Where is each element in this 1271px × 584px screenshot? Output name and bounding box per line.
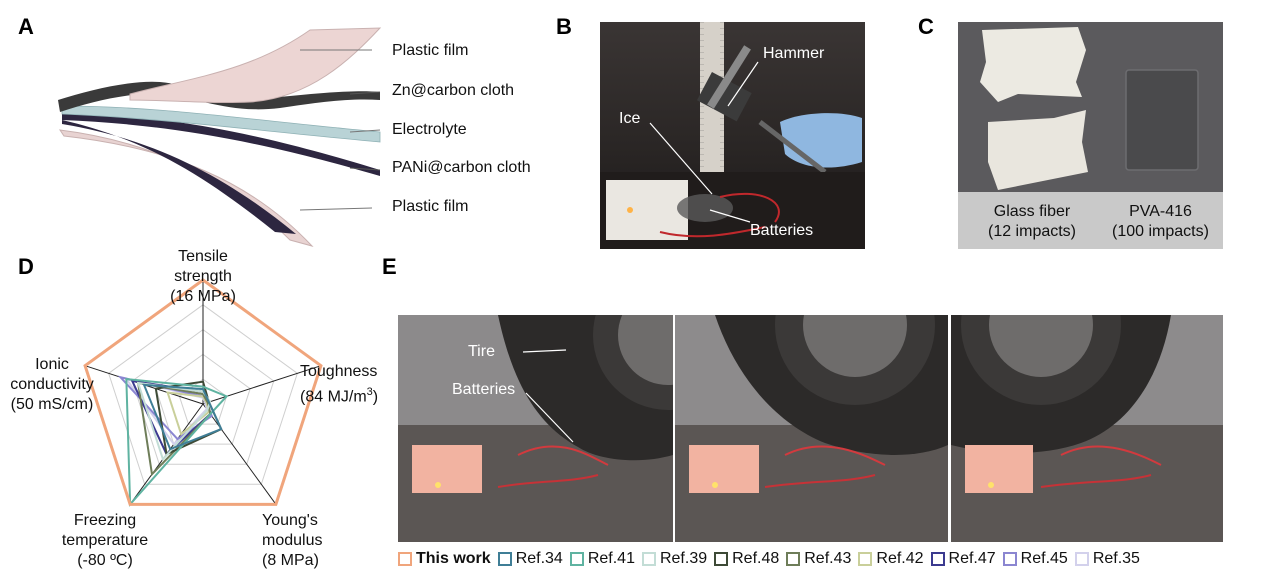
legend-item-ref-43: Ref.43: [786, 550, 851, 568]
axis-toughness-line1: Toughness: [300, 363, 378, 380]
radar-legend: This work Ref.34 Ref.41 Ref.39 Ref.48 Ref.43 R…: [398, 550, 1147, 568]
radar-series-this-work: [83, 278, 323, 506]
legend-label: Ref.42: [876, 550, 924, 567]
axis-toughness-close: ): [372, 388, 379, 406]
glass-fiber-impacts: (12 impacts): [987, 223, 1077, 240]
axis-toughness-unit: (84 MJ/m: [300, 388, 367, 406]
axis-freezing-line3: (-80 ºC): [77, 552, 133, 569]
legend-swatch: [497, 552, 512, 566]
panel-label-e: E: [382, 254, 397, 279]
legend-item-ref-39: Ref.39: [641, 550, 708, 568]
legend-swatch: [569, 552, 584, 566]
radar-grid-ring-3: [131, 328, 275, 465]
axis-freezing-line2: temperature: [61, 532, 149, 549]
legend-item-this-work: This work: [398, 550, 491, 568]
legend-swatch: [1074, 552, 1089, 566]
radar-grid-ring-4: [108, 304, 298, 485]
legend-item-ref-42: Ref.42: [858, 550, 924, 568]
tire-frame-3: [951, 315, 1223, 542]
legend-item-ref-45: Ref.45: [1002, 550, 1068, 568]
axis-toughness-line2: (84 MJ/m3): [300, 382, 400, 407]
ice-label: Ice: [619, 110, 641, 127]
pani-cloth-layer: [62, 112, 380, 176]
batteries-label-b: Batteries: [750, 222, 814, 239]
hammer-label: Hammer: [763, 45, 825, 62]
legend-swatch: [398, 552, 412, 566]
panel-label-a: A: [18, 14, 34, 39]
battery-layer-illustration: [58, 27, 382, 247]
panel-label-b: B: [556, 14, 572, 39]
glass-fiber-label: Glass fiber: [993, 203, 1071, 220]
legend-label: Ref.47: [948, 550, 996, 567]
axis-freezing-line1: Freezing: [73, 512, 137, 529]
panel-label-d: D: [18, 254, 34, 279]
layer-label-plastic-bottom: Plastic film: [392, 198, 469, 215]
hammer-impact-photo: Hammer Ice Batteries: [600, 22, 865, 249]
legend-swatch: [930, 552, 945, 566]
tire-frame-2: [675, 315, 948, 542]
panel-label-c: C: [918, 14, 934, 39]
radar-series-ref-34: [142, 383, 223, 451]
axis-youngs-line2: modulus: [262, 532, 323, 549]
axis-toughness-exp: 3: [366, 386, 373, 398]
legend-label: Ref.48: [732, 550, 780, 567]
radar-axis-1: [202, 365, 322, 405]
axis-ionic-line2: conductivity: [10, 376, 94, 393]
axis-tensile-line1: Tensile: [178, 248, 228, 265]
radar-axis-2: [202, 403, 277, 505]
glass-fiber-top-piece: [980, 27, 1086, 102]
axis-label-tensile: Tensile strength (16 MPa): [148, 247, 258, 307]
axis-ionic-line1: Ionic: [35, 356, 69, 373]
pva-film-piece: [1125, 69, 1199, 171]
legend-item-ref-41: Ref.41: [569, 550, 635, 568]
axis-ionic-line3: (50 mS/cm): [10, 396, 94, 413]
radar-series: [83, 278, 323, 507]
batteries-label-e: Batteries: [452, 381, 516, 398]
layer-label-zn: Zn@carbon cloth: [392, 82, 515, 99]
layer-label-pani: PANi@carbon cloth: [392, 159, 531, 176]
axis-youngs-line3: (8 MPa): [262, 552, 319, 569]
electrolyte-layer: [61, 105, 381, 143]
legend-swatch: [1002, 552, 1017, 566]
axis-label-freezing: Freezing temperature (-80 ºC): [50, 511, 160, 571]
radar-chart: [83, 278, 323, 507]
legend-label: Ref.45: [1020, 550, 1068, 567]
legend-swatch: [641, 552, 656, 566]
legend-label: This work: [416, 550, 491, 567]
bottom-plastic-film: [58, 129, 314, 247]
tire-frame-1: Tire Batteries: [398, 315, 673, 542]
legend-item-ref-48: Ref.48: [714, 550, 779, 568]
legend-label: Ref.41: [587, 550, 635, 567]
axis-tensile-line2: strength: [174, 268, 232, 285]
separator-comparison-photo: Glass fiber (12 impacts) PVA-416 (100 im…: [958, 22, 1223, 249]
legend-item-ref-35: Ref.35: [1074, 550, 1140, 568]
axis-label-ionic: Ionic conductivity (50 mS/cm): [2, 355, 102, 415]
axis-tensile-line3: (16 MPa): [170, 288, 236, 305]
layer-label-electrolyte: Electrolyte: [392, 121, 467, 138]
legend-swatch: [858, 552, 873, 566]
tire-label: Tire: [468, 343, 495, 360]
legend-label: Ref.35: [1092, 550, 1140, 567]
radar-series-ref-41: [125, 377, 229, 507]
legend-item-ref-34: Ref.34: [497, 550, 563, 568]
legend-label: Ref.43: [804, 550, 852, 567]
layer-label-plastic-top: Plastic film: [392, 42, 469, 59]
axis-youngs-line1: Young's: [262, 512, 318, 529]
glass-fiber-bottom-piece: [988, 110, 1088, 190]
top-plastic-film: [129, 27, 382, 104]
legend-swatch: [714, 552, 729, 566]
axis-label-youngs: Young's modulus (8 MPa): [262, 511, 362, 571]
legend-label: Ref.39: [659, 550, 708, 567]
axis-label-toughness: Toughness (84 MJ/m3): [300, 362, 400, 407]
pva-impacts: (100 impacts): [1112, 223, 1209, 240]
legend-item-ref-47: Ref.47: [930, 550, 996, 568]
pva-label: PVA-416: [1129, 203, 1192, 220]
legend-swatch: [786, 552, 801, 566]
legend-label: Ref.34: [515, 550, 563, 567]
